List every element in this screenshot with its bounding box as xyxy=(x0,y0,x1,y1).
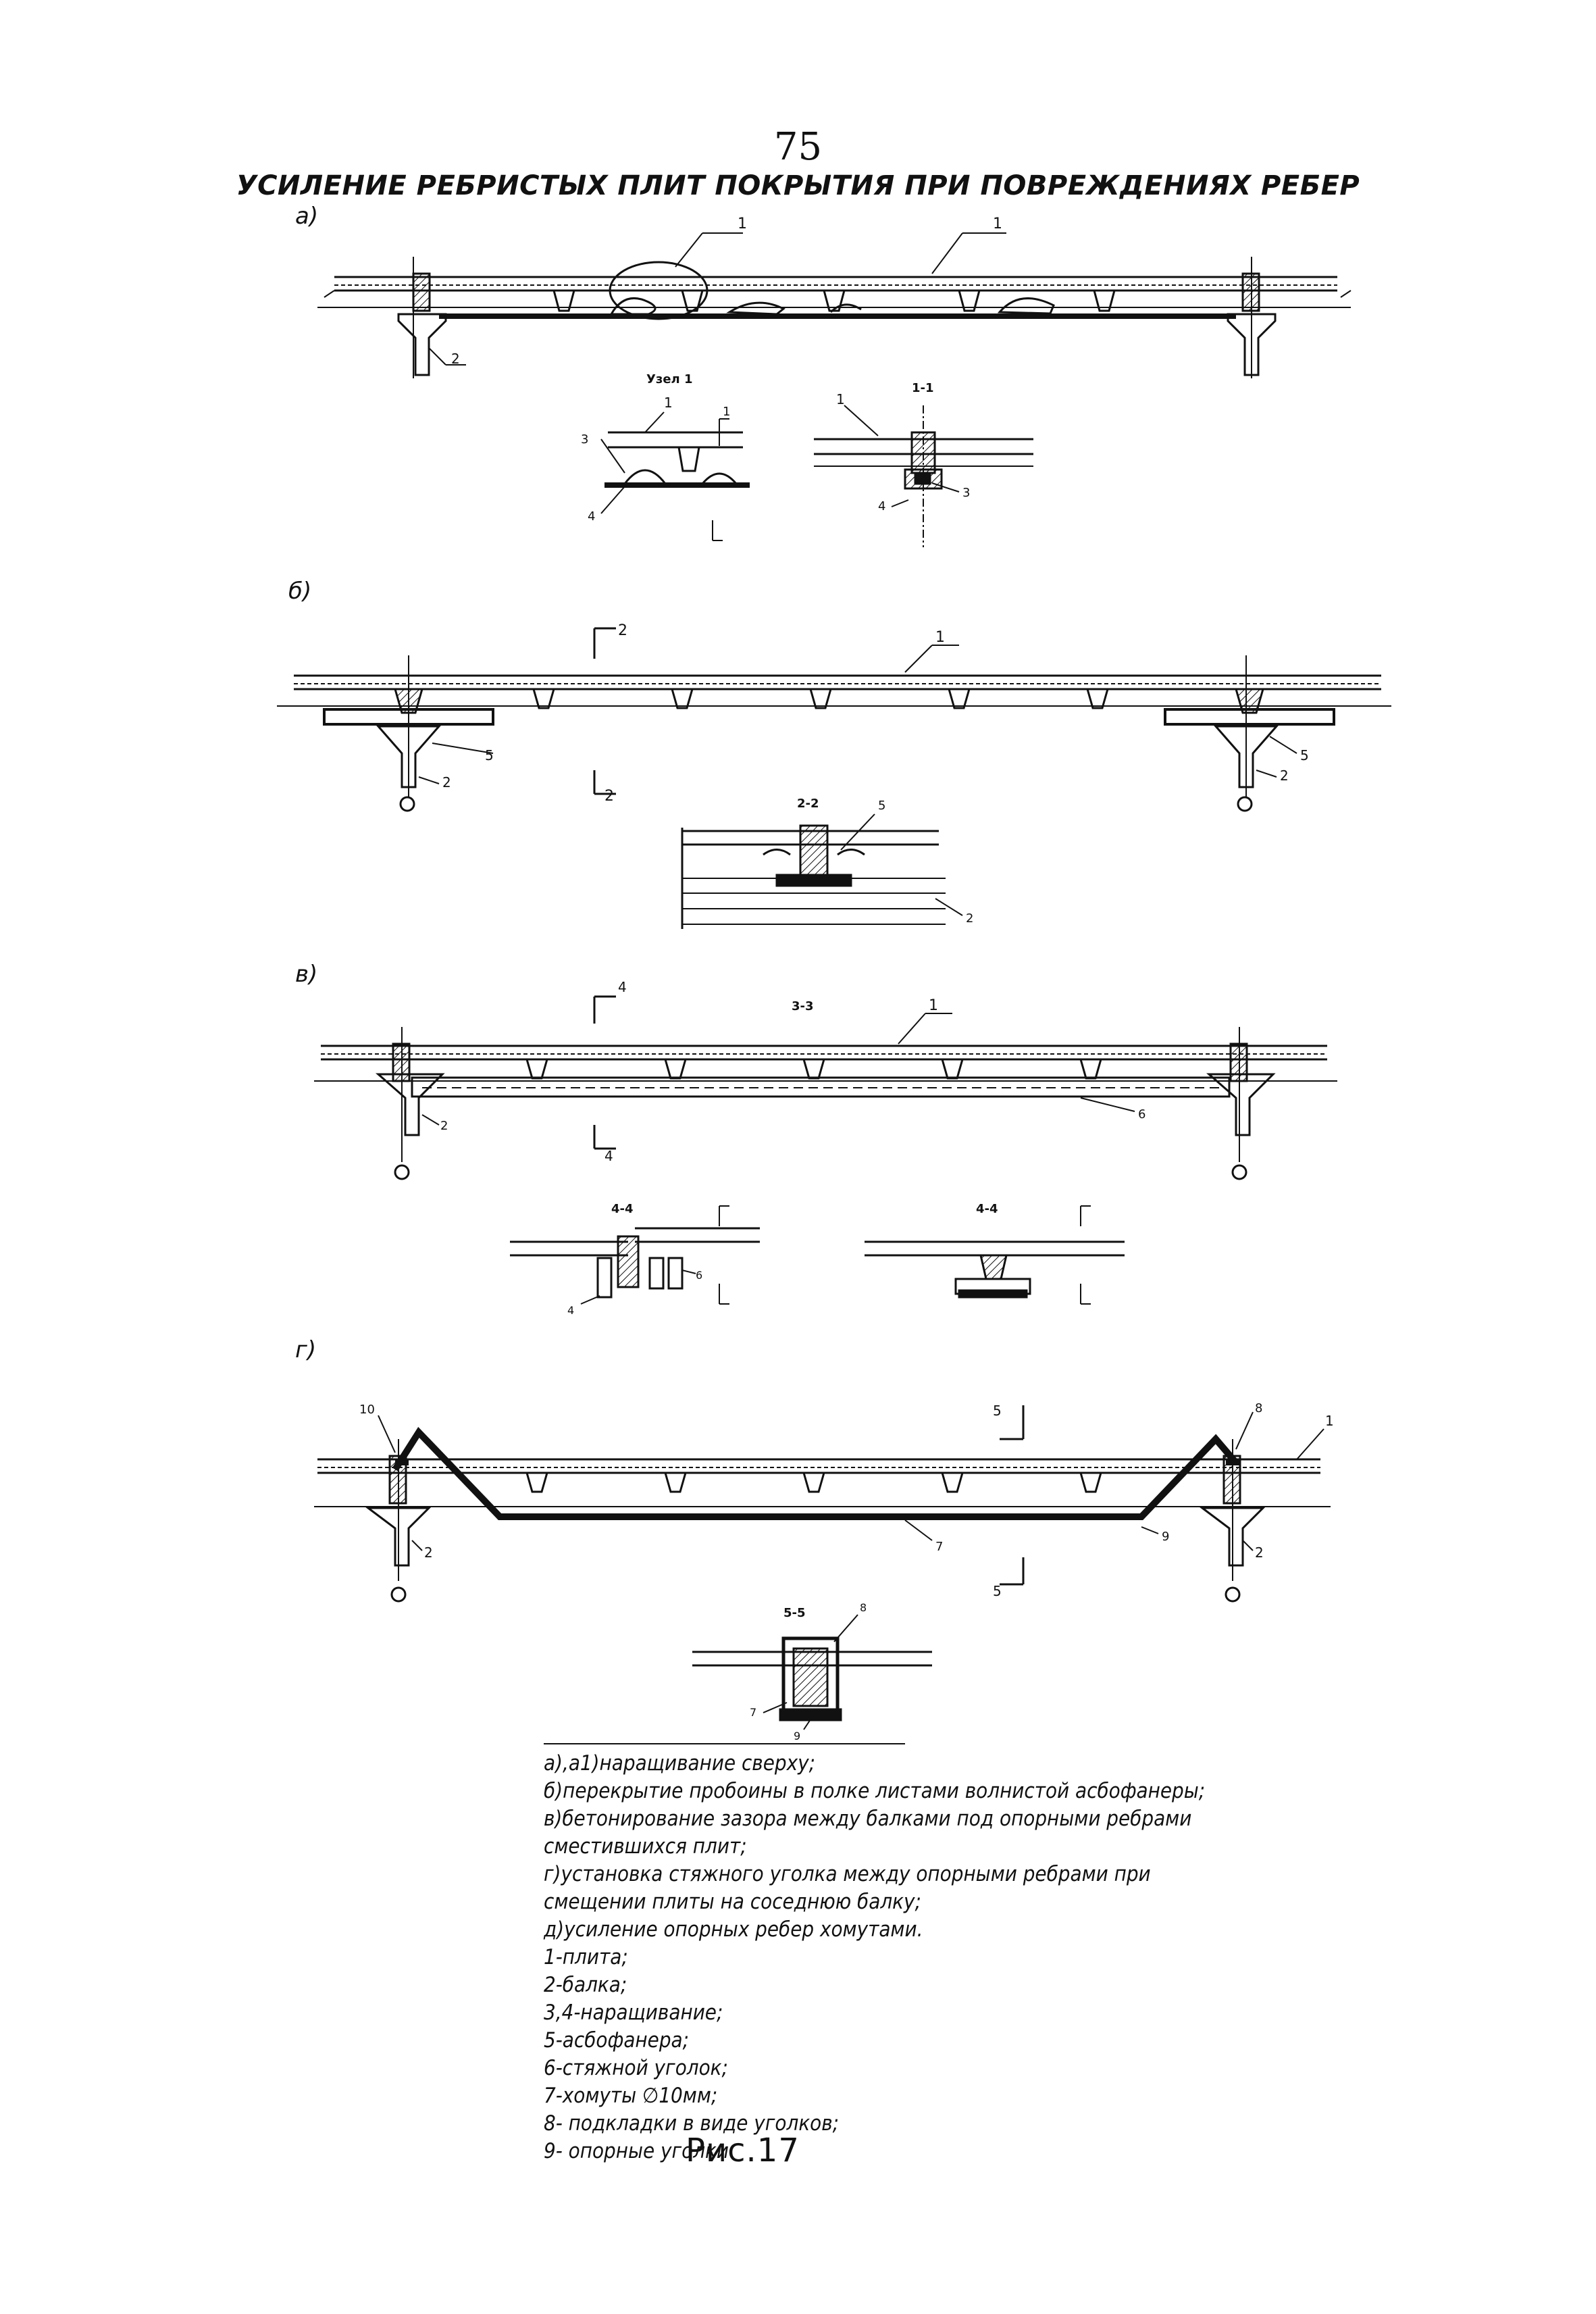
label-2: 2 xyxy=(424,1544,433,1561)
section-title-1-1: 1-1 xyxy=(912,381,934,395)
legend-line: смещении плиты на соседнюю балку; xyxy=(544,1890,921,1914)
section-mark-2: 2 xyxy=(604,788,614,805)
section-mark-4: 4 xyxy=(604,1148,613,1164)
section-title-2-2: 2-2 xyxy=(797,797,819,811)
label-1: 1 xyxy=(664,395,673,411)
label-8: 8 xyxy=(1255,1401,1262,1415)
legend-line: 1-плита; xyxy=(544,1945,628,1969)
section-1-1 xyxy=(814,405,1033,547)
label-7: 7 xyxy=(750,1706,756,1719)
label-5: 5 xyxy=(1300,747,1309,763)
section-4-4-right xyxy=(865,1205,1125,1305)
label-5: 5 xyxy=(878,799,885,813)
panel-b-drawing xyxy=(277,627,1391,812)
label-2: 2 xyxy=(1280,768,1289,784)
legend-line: 7-хомуты ∅10мм; xyxy=(544,2084,718,2108)
label-1: 1 xyxy=(723,405,730,419)
label-2: 2 xyxy=(966,911,973,926)
label-10: 10 xyxy=(359,1403,375,1417)
legend-line: 3,4-наращивание; xyxy=(544,2001,723,2025)
label-1: 1 xyxy=(1325,1413,1334,1429)
label-1: 1 xyxy=(935,629,945,646)
section-4-4-left xyxy=(510,1205,760,1305)
page-title: УСИЛЕНИЕ РЕБРИСТЫХ ПЛИТ ПОКРЫТИЯ ПРИ ПОВ… xyxy=(236,170,1360,201)
page-number: 75 xyxy=(773,125,823,169)
label-1: 1 xyxy=(738,216,747,232)
label-3: 3 xyxy=(962,486,970,500)
panel-label-a: а) xyxy=(295,203,319,230)
legend-line: 6-стяжной уголок; xyxy=(544,2056,728,2080)
section-5-5 xyxy=(692,1614,932,1730)
label-4: 4 xyxy=(567,1304,574,1317)
legend-line: 9- опорные уголки xyxy=(544,2139,729,2163)
section-mark-5: 5 xyxy=(993,1403,1002,1419)
legend-line: д)усиление опорных ребер хомутами. xyxy=(544,1917,923,1942)
section-mark-5: 5 xyxy=(993,1583,1002,1599)
legend-line: 2-балка; xyxy=(544,1973,627,1997)
label-5: 5 xyxy=(485,747,494,763)
legend-line: 8- подкладки в виде уголков; xyxy=(544,2111,840,2136)
label-2: 2 xyxy=(440,1119,448,1133)
node1-title: Узел 1 xyxy=(646,372,693,386)
legend-line: сместившихся плит; xyxy=(544,1834,747,1859)
legend-line: 5-асбофанера; xyxy=(544,2028,690,2053)
legend-line: г)установка стяжного уголка между опорны… xyxy=(544,1862,1151,1886)
panel-g-drawing xyxy=(314,1405,1331,1603)
label-7: 7 xyxy=(935,1540,943,1554)
label-2: 2 xyxy=(442,774,451,790)
label-8: 8 xyxy=(860,1601,867,1614)
section-title-4-4: 4-4 xyxy=(976,1202,998,1216)
panel-a-drawing xyxy=(317,232,1352,378)
figure-caption: Рис.17 xyxy=(686,2132,800,2169)
section-mark-2: 2 xyxy=(618,622,627,639)
legend: а),а1)наращивание сверху; б)перекрытие п… xyxy=(544,1750,1489,2165)
legend-line: а),а1)наращивание сверху; xyxy=(544,1751,816,1776)
legend-divider xyxy=(544,1743,905,1744)
label-6: 6 xyxy=(1138,1107,1145,1122)
label-6: 6 xyxy=(696,1269,702,1282)
section-title-4-4: 4-4 xyxy=(611,1202,634,1216)
label-2: 2 xyxy=(1255,1544,1264,1561)
panel-label-g: г) xyxy=(295,1336,317,1363)
label-3: 3 xyxy=(581,432,588,447)
label-1: 1 xyxy=(836,391,845,407)
label-4: 4 xyxy=(588,509,595,524)
legend-line: в)бетонирование зазора между балками под… xyxy=(544,1807,1192,1831)
label-1: 1 xyxy=(929,997,938,1014)
panel-label-b: б) xyxy=(288,578,312,605)
panel-v-drawing xyxy=(314,995,1337,1180)
label-1: 1 xyxy=(993,216,1002,232)
node1-detail xyxy=(600,411,750,541)
legend-line: б)перекрытие пробоины в полке листами во… xyxy=(544,1779,1206,1803)
section-title-3-3: 3-3 xyxy=(792,999,814,1013)
section-2-2 xyxy=(681,813,963,929)
label-2: 2 xyxy=(451,351,460,367)
panel-label-v: в) xyxy=(295,961,318,988)
section-mark-4: 4 xyxy=(618,979,627,995)
label-9: 9 xyxy=(1162,1530,1169,1544)
section-title-5-5: 5-5 xyxy=(783,1606,806,1620)
label-4: 4 xyxy=(878,499,885,513)
label-9: 9 xyxy=(794,1730,800,1742)
